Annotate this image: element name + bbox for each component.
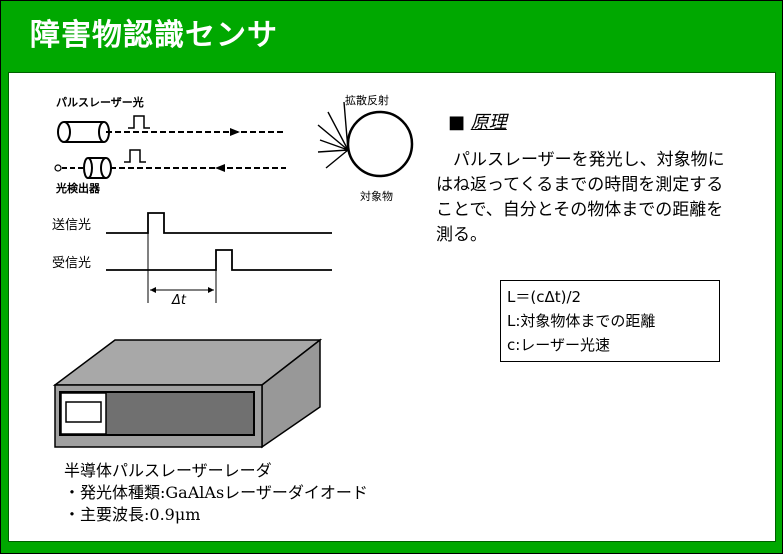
slide-title: 障害物認識センサ bbox=[30, 18, 278, 53]
device-wavelength: ・主要波長:0.9μm bbox=[64, 505, 201, 524]
diffuse-reflection-label: 拡散反射 bbox=[345, 94, 389, 107]
device-name: 半導体パルスレーザーレーダ bbox=[64, 461, 272, 480]
detector-icon bbox=[88, 157, 106, 179]
rx-pulse-icon bbox=[124, 149, 146, 163]
device-description: 半導体パルスレーザーレーダ ・発光体種類:GaAlAsレーザーダイオード ・主要… bbox=[64, 460, 368, 526]
rx-label: 受信光 bbox=[52, 256, 92, 271]
formula-line: L:対象物体までの距離 bbox=[507, 312, 656, 330]
laser-radar-device bbox=[52, 338, 323, 449]
tx-pulse-icon bbox=[128, 115, 150, 129]
formula-line: L＝(cΔt)/2 bbox=[507, 288, 582, 306]
formula-line: c:レーザー光速 bbox=[507, 336, 611, 354]
principle-heading: ■ 原理 bbox=[448, 112, 507, 133]
rx-waveform bbox=[106, 249, 332, 271]
principle-text: パルスレーザーを発光し、対象物にはね返ってくるまでの時間を測定することで、自分と… bbox=[436, 150, 725, 245]
detector-label: 光検出器 bbox=[56, 182, 100, 195]
bullet-square-icon: ■ bbox=[448, 112, 466, 133]
delta-t-label: Δt bbox=[172, 293, 186, 308]
tx-waveform bbox=[106, 212, 332, 234]
pulse-laser-label: パルスレーザー光 bbox=[56, 96, 144, 109]
formula-box: L＝(cΔt)/2 L:対象物体までの距離 c:レーザー光速 bbox=[500, 280, 720, 362]
tx-label: 送信光 bbox=[52, 218, 92, 233]
object-label: 対象物 bbox=[360, 190, 393, 203]
object-circle bbox=[346, 110, 414, 178]
device-emitter-type: ・発光体種類:GaAlAsレーザーダイオード bbox=[64, 483, 368, 502]
laser-emitter-icon bbox=[64, 121, 104, 143]
